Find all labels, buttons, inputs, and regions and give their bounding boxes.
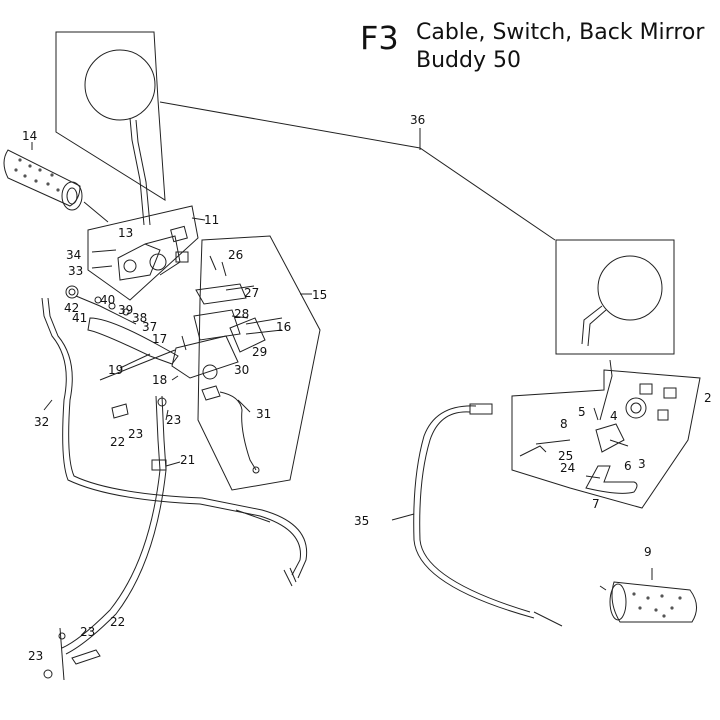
- right-grip: [599, 568, 697, 623]
- callout-21: 21: [180, 453, 195, 467]
- callout-31: 31: [256, 407, 271, 421]
- callout-5: 5: [578, 405, 586, 419]
- callout-11: 11: [204, 213, 219, 227]
- callout-39: 39: [118, 303, 133, 317]
- right-mirror: [597, 255, 663, 321]
- callout-41: 41: [72, 311, 87, 325]
- callout-33: 33: [68, 264, 83, 278]
- callout-26: 26: [228, 248, 243, 262]
- callout-29: 29: [252, 345, 267, 359]
- callout-34: 34: [66, 248, 81, 262]
- callout-2: 2: [704, 391, 712, 405]
- callout-23: 23: [128, 427, 143, 441]
- brake-switch-wire: [201, 385, 260, 474]
- callout-37: 37: [142, 320, 157, 334]
- callout-22b: 22: [110, 615, 125, 629]
- switch-frame: [87, 205, 199, 301]
- callout-36: 36: [410, 113, 425, 127]
- callout-8: 8: [560, 417, 568, 431]
- callout-42: 42: [64, 301, 79, 315]
- callout-28: 28: [234, 307, 249, 321]
- callout-23d: 23: [28, 649, 43, 663]
- callout-6: 6: [624, 459, 632, 473]
- callout-40: 40: [100, 293, 115, 307]
- brake-cable: [43, 395, 167, 681]
- throttle-cable: [41, 297, 308, 587]
- brake-lever-left: [65, 285, 179, 381]
- left-switch-parts: [91, 225, 189, 281]
- callout-23c: 23: [80, 625, 95, 639]
- callout-30: 30: [234, 363, 249, 377]
- diagram-title: Cable, Switch, Back Mirror: [416, 20, 705, 45]
- callout-23b: 23: [166, 413, 181, 427]
- callout-15: 15: [312, 288, 327, 302]
- callout-19: 19: [108, 363, 123, 377]
- left-mirror: [84, 49, 156, 121]
- left-mirror-group: [55, 31, 166, 226]
- callout-16: 16: [276, 320, 291, 334]
- callout-27: 27: [244, 286, 259, 300]
- callout-17: 17: [152, 332, 167, 346]
- callout-18: 18: [152, 373, 167, 387]
- rear-brake-cable: [413, 403, 563, 627]
- callout-labels: 14 13 11 34 33 26 27 15 42 41 40 39 38 3…: [22, 113, 712, 663]
- left-grip: [3, 142, 109, 223]
- callout-4: 4: [610, 409, 618, 423]
- callout-9: 9: [644, 545, 652, 559]
- callout-7: 7: [592, 497, 600, 511]
- callout-14: 14: [22, 129, 37, 143]
- callout-25: 25: [558, 449, 573, 463]
- section-code: F3: [360, 19, 399, 57]
- model-name: Buddy 50: [416, 48, 521, 73]
- right-switch-frame: [511, 369, 701, 509]
- right-switch-parts: [593, 359, 677, 453]
- callout-35: 35: [354, 514, 369, 528]
- right-mirror-group: [555, 239, 675, 355]
- callout-22: 22: [110, 435, 125, 449]
- callout-3: 3: [638, 457, 646, 471]
- callout-38: 38: [132, 311, 147, 325]
- master-cylinder: [171, 255, 283, 380]
- callout-24: 24: [560, 461, 575, 475]
- callout-32: 32: [34, 415, 49, 429]
- callout-13: 13: [118, 226, 133, 240]
- brake-lever-right: [519, 439, 638, 494]
- brake-frame: [197, 235, 321, 491]
